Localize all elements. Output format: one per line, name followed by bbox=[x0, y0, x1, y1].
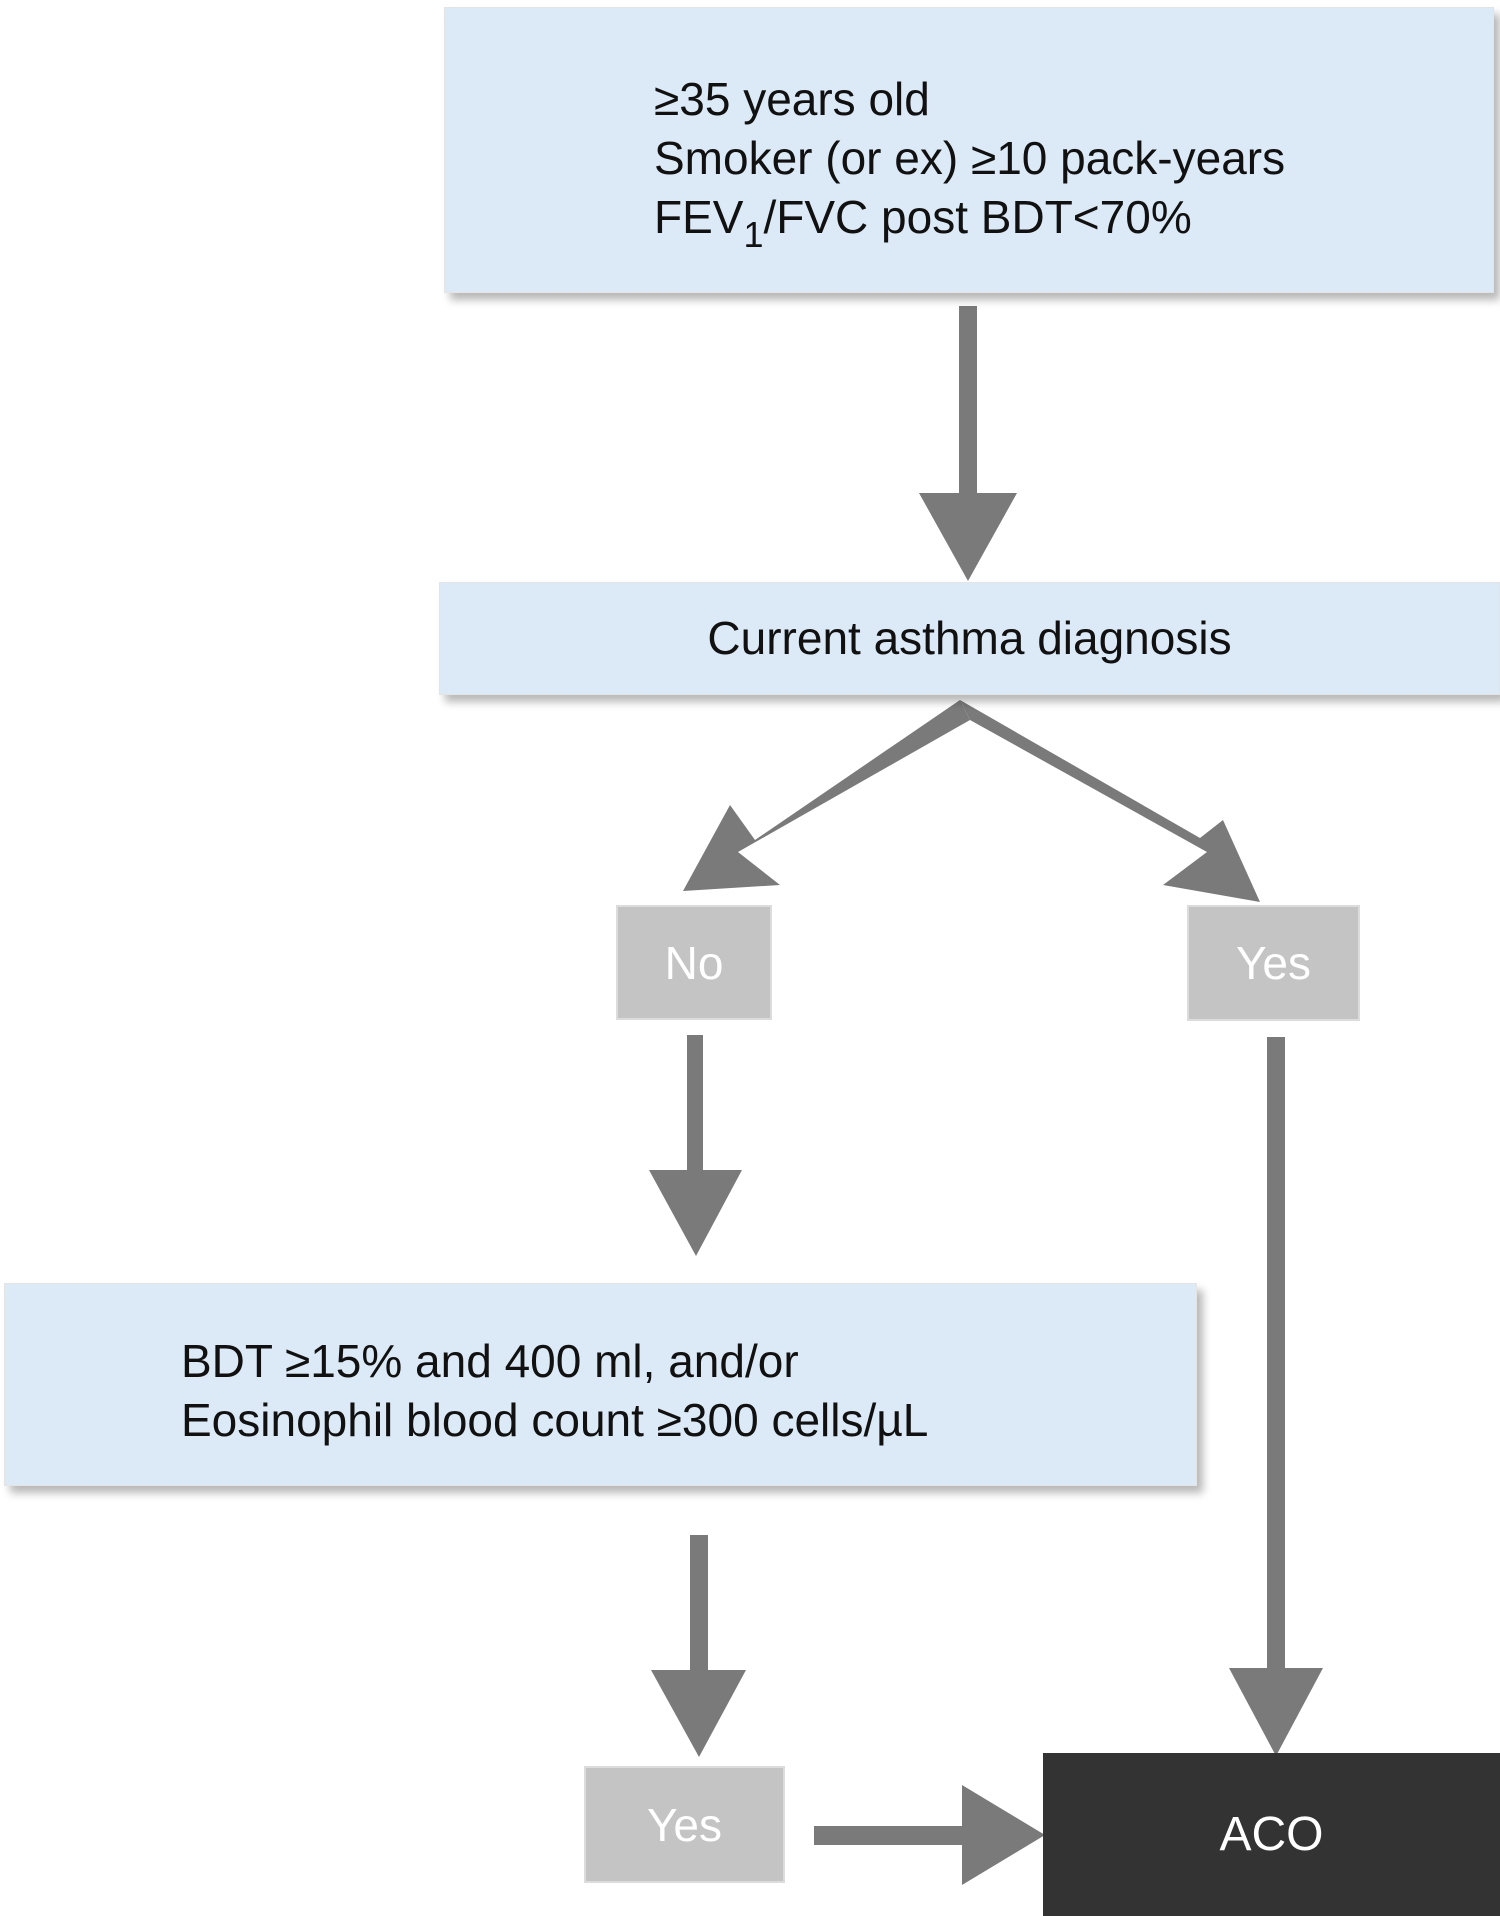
answer-no-box: No bbox=[616, 905, 772, 1020]
arrow-secondary-to-yes bbox=[651, 1535, 746, 1757]
secondary-criteria-box: BDT ≥15% and 400 ml, and/or Eosinophil b… bbox=[4, 1283, 1197, 1486]
asthma-question-label: Current asthma diagnosis bbox=[707, 612, 1232, 664]
asthma-question-box: Current asthma diagnosis bbox=[439, 582, 1500, 695]
aco-outcome-box: ACO bbox=[1043, 1753, 1500, 1916]
answer-yes-box: Yes bbox=[1187, 905, 1360, 1021]
arrow-asthma-to-yes bbox=[960, 700, 1260, 902]
criteria-bronchodilator: BDT ≥15% and 400 ml, and/or bbox=[181, 1335, 799, 1387]
answer-yes-label: Yes bbox=[1235, 937, 1312, 989]
criteria-smoking: Smoker (or ex) ≥10 pack-years bbox=[654, 132, 1286, 184]
aco-outcome-label: ACO bbox=[1219, 1808, 1324, 1861]
arrow-entry-to-asthma bbox=[919, 306, 1017, 581]
fev-subscript: 1 bbox=[743, 214, 764, 255]
arrow-yes-to-aco bbox=[1229, 1037, 1323, 1756]
criteria-age: ≥35 years old bbox=[654, 73, 930, 125]
criteria-spirometry: FEV1/FVC post BDT<70% bbox=[654, 188, 1493, 255]
fvc-label: /FVC post BDT<70% bbox=[763, 191, 1192, 243]
arrow-no-to-secondary bbox=[649, 1035, 742, 1256]
answer-no-label: No bbox=[664, 936, 724, 989]
secondary-yes-label: Yes bbox=[646, 1798, 723, 1851]
entry-criteria-box: ≥35 years old Smoker (or ex) ≥10 pack-ye… bbox=[444, 7, 1494, 293]
criteria-eosinophil: Eosinophil blood count ≥300 cells/µL bbox=[181, 1394, 929, 1446]
fev-label: FEV bbox=[654, 191, 744, 243]
arrow-asthma-to-no bbox=[683, 700, 970, 891]
secondary-yes-box: Yes bbox=[584, 1766, 785, 1883]
arrow-yes-bottom-to-aco bbox=[814, 1785, 1045, 1885]
